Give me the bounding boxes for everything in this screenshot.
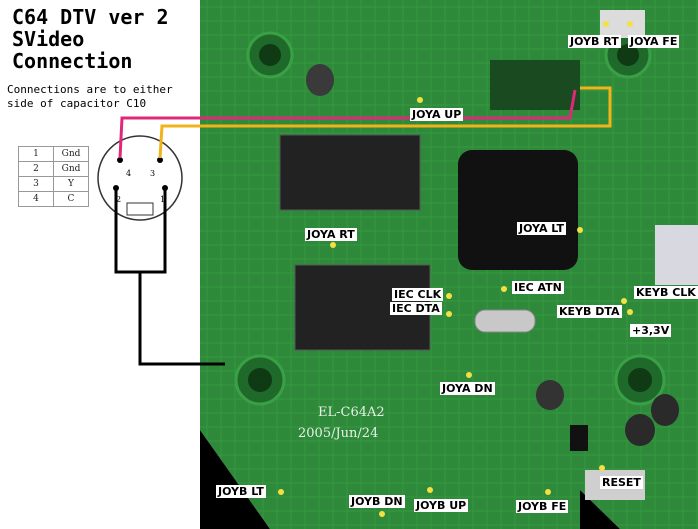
label-joya-rt: JOYA RT (305, 228, 357, 241)
label-joyb-up: JOYB UP (414, 499, 469, 512)
label-v33: +3,3V (630, 324, 672, 337)
wire-ground-2 (140, 190, 167, 274)
capacitor (625, 414, 655, 446)
capacitor (306, 64, 334, 96)
pin-label-4: 4 (126, 169, 131, 178)
note-line-1: Connections are to either (7, 83, 173, 96)
label-joyb-lt: JOYB LT (216, 485, 266, 498)
label-joya-up: JOYA UP (410, 108, 464, 121)
connection-note: Connections are to either side of capaci… (7, 83, 173, 111)
svideo-pin-2 (113, 185, 119, 191)
transistor (570, 425, 588, 451)
crystal (474, 309, 536, 333)
board-date-text: 2005/Jun/24 (298, 426, 379, 441)
ic-right (490, 60, 580, 110)
label-joyb-fe: JOYB FE (516, 500, 569, 513)
board-model-text: EL-C64A2 (318, 405, 385, 420)
mounting-hole-center (628, 368, 652, 392)
mounting-hole-center (248, 368, 272, 392)
label-joyb-rt: JOYB RT (568, 35, 621, 48)
pin-label-2: 2 (116, 195, 121, 204)
pcb-board (200, 0, 698, 529)
label-iec-dta: IEC DTA (390, 302, 442, 315)
label-iec-clk: IEC CLK (392, 288, 444, 301)
label-keyb-clk: KEYB CLK (634, 286, 698, 299)
label-joya-fe: JOYA FE (628, 35, 680, 48)
title-line-1: C64 DTV ver 2 (12, 5, 169, 29)
label-joya-dn: JOYA DN (440, 382, 495, 395)
svideo-pin-4 (117, 157, 123, 163)
title-line-2: SVideo (12, 27, 85, 51)
mounting-hole-center (617, 44, 639, 66)
pin-signal: C (53, 191, 89, 207)
connector-right (655, 225, 698, 285)
label-keyb-dta: KEYB DTA (557, 305, 622, 318)
label-reset: RESET (600, 476, 643, 489)
title-line-3: Connection (12, 49, 133, 73)
label-iec-atn: IEC ATN (512, 281, 564, 294)
mounting-hole-center (259, 44, 281, 66)
label-joyb-dn: JOYB DN (349, 495, 405, 508)
diagram-title: C64 DTV ver 2 SVideo Connection (12, 6, 169, 72)
black-blob-chip (458, 150, 578, 270)
wire-chroma (118, 89, 577, 159)
ic-chip-top (279, 134, 421, 211)
wire-luma (158, 86, 612, 159)
svideo-pin-1 (162, 185, 168, 191)
capacitor (536, 380, 564, 410)
label-joya-lt: JOYA LT (517, 222, 566, 235)
pin-label-1: 1 (160, 195, 165, 204)
board-cutout (200, 430, 270, 529)
capacitor (651, 394, 679, 426)
pcb-outline (200, 0, 698, 529)
svideo-pin-3 (157, 157, 163, 163)
pin-label-3: 3 (150, 169, 155, 178)
svideo-key (126, 202, 154, 216)
note-line-2: side of capacitor C10 (7, 97, 147, 110)
